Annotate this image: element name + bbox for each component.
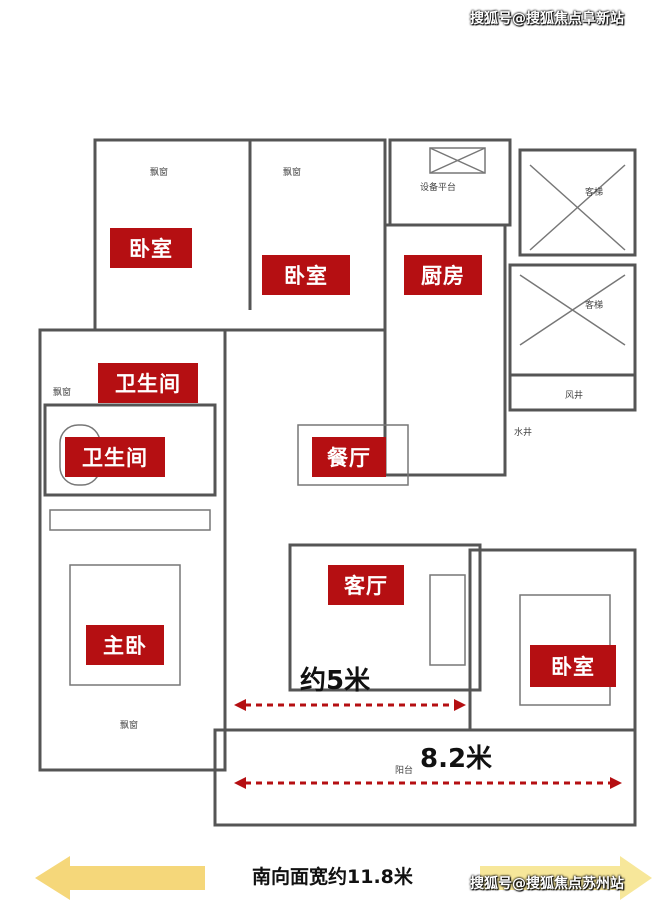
bay-window-label: 飘窗 <box>120 721 139 731</box>
arrow-left-icon <box>35 856 205 900</box>
room-label-bathroom: 卫生间 <box>98 363 198 403</box>
room-label-master-bedroom: 主卧 <box>86 625 164 665</box>
frontage-caption: 南向面宽约11.8米 <box>252 866 413 888</box>
watermark: 搜狐号@搜狐焦点苏州站 <box>470 876 624 892</box>
balcony-width-dimension: 8.2米 <box>420 744 493 774</box>
living-width-dimension: 约5米 <box>300 666 371 696</box>
arrow-right-icon <box>480 856 652 900</box>
air-shaft-label: 风井 <box>565 391 584 401</box>
room-label-living: 客厅 <box>328 565 404 605</box>
bay-window-label: 飘窗 <box>53 388 72 398</box>
equipment-platform-label: 设备平台 <box>420 183 457 193</box>
room-label-bedroom: 卧室 <box>262 255 350 295</box>
room-label-kitchen: 厨房 <box>404 255 482 295</box>
elevator-label: 客梯 <box>585 301 604 311</box>
bay-window-label: 飘窗 <box>150 168 169 178</box>
room-label-bedroom: 卧室 <box>110 228 192 268</box>
dimension-lines <box>245 703 610 785</box>
water-shaft-label: 水井 <box>514 428 533 438</box>
room-label-dining: 餐厅 <box>312 437 386 477</box>
bay-window-label: 飘窗 <box>283 168 302 178</box>
watermark: 搜狐号@搜狐焦点阜新站 <box>470 11 624 27</box>
room-label-bedroom: 卧室 <box>530 645 616 687</box>
elevator-label: 客梯 <box>585 188 604 198</box>
balcony-label: 阳台 <box>395 766 414 776</box>
room-label-bathroom: 卫生间 <box>65 437 165 477</box>
